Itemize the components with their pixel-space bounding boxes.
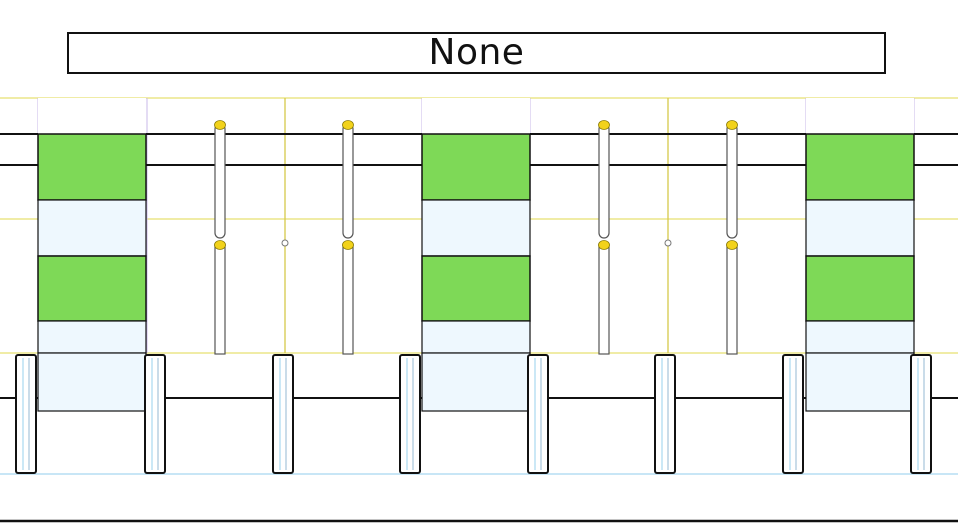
gauge-tube-lower bbox=[598, 243, 610, 355]
support-post-icon bbox=[272, 354, 294, 474]
gap-upper bbox=[805, 199, 915, 257]
support-post-icon bbox=[15, 354, 37, 474]
capsule-gauge-icon bbox=[342, 120, 354, 355]
post-body bbox=[272, 354, 294, 474]
gap-lower bbox=[37, 320, 147, 354]
panel-lower bbox=[421, 255, 531, 322]
support-post-icon bbox=[144, 354, 166, 474]
panel-lower bbox=[37, 255, 147, 322]
bay-base bbox=[805, 352, 915, 412]
gauge-tube-upper bbox=[726, 123, 738, 239]
gauge-cap-upper bbox=[726, 120, 738, 130]
gauges bbox=[214, 120, 738, 355]
gauge-cap-lower bbox=[726, 240, 738, 250]
diagram-title: None bbox=[428, 32, 525, 73]
post-body bbox=[782, 354, 804, 474]
post-body bbox=[15, 354, 37, 474]
support-post-icon bbox=[527, 354, 549, 474]
bay-base bbox=[421, 352, 531, 412]
gauge-cap-upper bbox=[342, 120, 354, 130]
gauge-cap-lower bbox=[342, 240, 354, 250]
support-post-icon bbox=[910, 354, 932, 474]
bay-2 bbox=[421, 98, 531, 412]
panel-upper bbox=[421, 133, 531, 201]
junction-dot-icon bbox=[664, 239, 672, 247]
gauge-cap-lower bbox=[598, 240, 610, 250]
gauge-tube-lower bbox=[342, 243, 354, 355]
gauge-tube-lower bbox=[214, 243, 226, 355]
post-body bbox=[910, 354, 932, 474]
gap-upper bbox=[37, 199, 147, 257]
support-post-icon bbox=[782, 354, 804, 474]
gap-lower bbox=[805, 320, 915, 354]
capsule-gauge-icon bbox=[726, 120, 738, 355]
gauge-cap-upper bbox=[214, 120, 226, 130]
gap-lower bbox=[421, 320, 531, 354]
support-post-icon bbox=[399, 354, 421, 474]
capsule-gauge-icon bbox=[598, 120, 610, 355]
support-posts bbox=[15, 354, 932, 474]
bay-base bbox=[37, 352, 147, 412]
panel-upper bbox=[805, 133, 915, 201]
post-body bbox=[654, 354, 676, 474]
gap-upper bbox=[421, 199, 531, 257]
bay-1 bbox=[37, 98, 147, 412]
panel-lower bbox=[805, 255, 915, 322]
gauge-cap-upper bbox=[598, 120, 610, 130]
title-box: None bbox=[67, 32, 886, 74]
post-body bbox=[527, 354, 549, 474]
post-body bbox=[144, 354, 166, 474]
gauge-tube-upper bbox=[342, 123, 354, 239]
panel-upper bbox=[37, 133, 147, 201]
gauge-tube-upper bbox=[214, 123, 226, 239]
support-post-icon bbox=[654, 354, 676, 474]
post-body bbox=[399, 354, 421, 474]
gauge-cap-lower bbox=[214, 240, 226, 250]
bay-3 bbox=[805, 98, 915, 412]
bays bbox=[37, 98, 915, 412]
gauge-tube-lower bbox=[726, 243, 738, 355]
gauge-tube-upper bbox=[598, 123, 610, 239]
junction-dot-icon bbox=[281, 239, 289, 247]
capsule-gauge-icon bbox=[214, 120, 226, 355]
